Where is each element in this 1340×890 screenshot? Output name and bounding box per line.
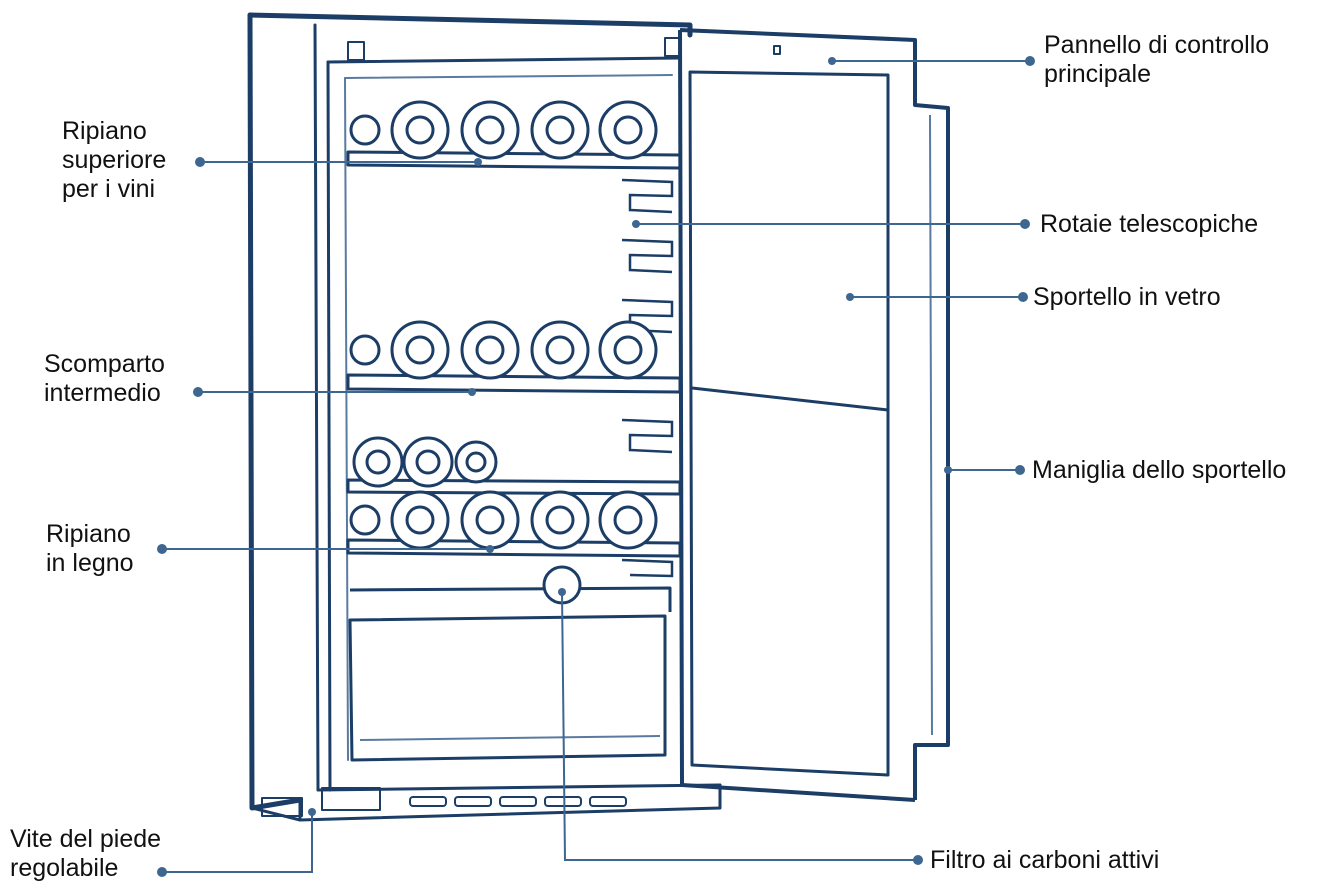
label-carbon-filter: Filtro ai carboni attivi [930,846,1159,875]
label-control-panel-line2: principale [1044,60,1152,88]
label-middle-compartment-line2: intermedio [44,379,161,407]
leader-adjustable-foot [162,812,313,873]
label-middle-compartment-line1: Scomparto [44,350,165,378]
label-telescopic-rails: Rotaie telescopiche [1040,210,1258,239]
label-wood-shelf: Ripiano in legno [46,520,134,578]
leader-carbon-filter [561,591,918,861]
label-door-handle: Maniglia dello sportello [1032,456,1286,485]
bottom-compartment [348,565,672,762]
label-adjustable-foot-line2: regolabile [10,854,119,882]
bottles [349,100,658,550]
label-top-shelf-line1: Ripiano [62,117,147,145]
label-glass-door-line1: Sportello in vetro [1033,283,1221,311]
label-top-shelf: Ripiano superiore per i vini [62,117,166,204]
label-top-shelf-line3: per i vini [62,175,156,203]
label-adjustable-foot: Vite del piede regolabile [10,825,161,883]
cabinet [247,12,722,822]
door [678,28,950,802]
label-wood-shelf-line2: in legno [46,549,134,577]
label-adjustable-foot-line1: Vite del piede [10,825,162,853]
label-control-panel-line1: Pannello di controllo [1044,31,1270,59]
label-glass-door: Sportello in vetro [1033,283,1221,312]
leader-dots [157,56,1035,877]
leader-lines [162,60,1030,873]
label-middle-compartment: Scomparto intermedio [44,350,165,408]
label-wood-shelf-line1: Ripiano [46,520,131,548]
label-carbon-filter-line1: Filtro ai carboni attivi [930,846,1160,874]
label-door-handle-line1: Maniglia dello sportello [1032,456,1287,484]
label-telescopic-rails-line1: Rotaie telescopiche [1040,210,1259,238]
label-control-panel: Pannello di controllo principale [1044,31,1269,89]
label-top-shelf-line2: superiore [62,146,167,174]
